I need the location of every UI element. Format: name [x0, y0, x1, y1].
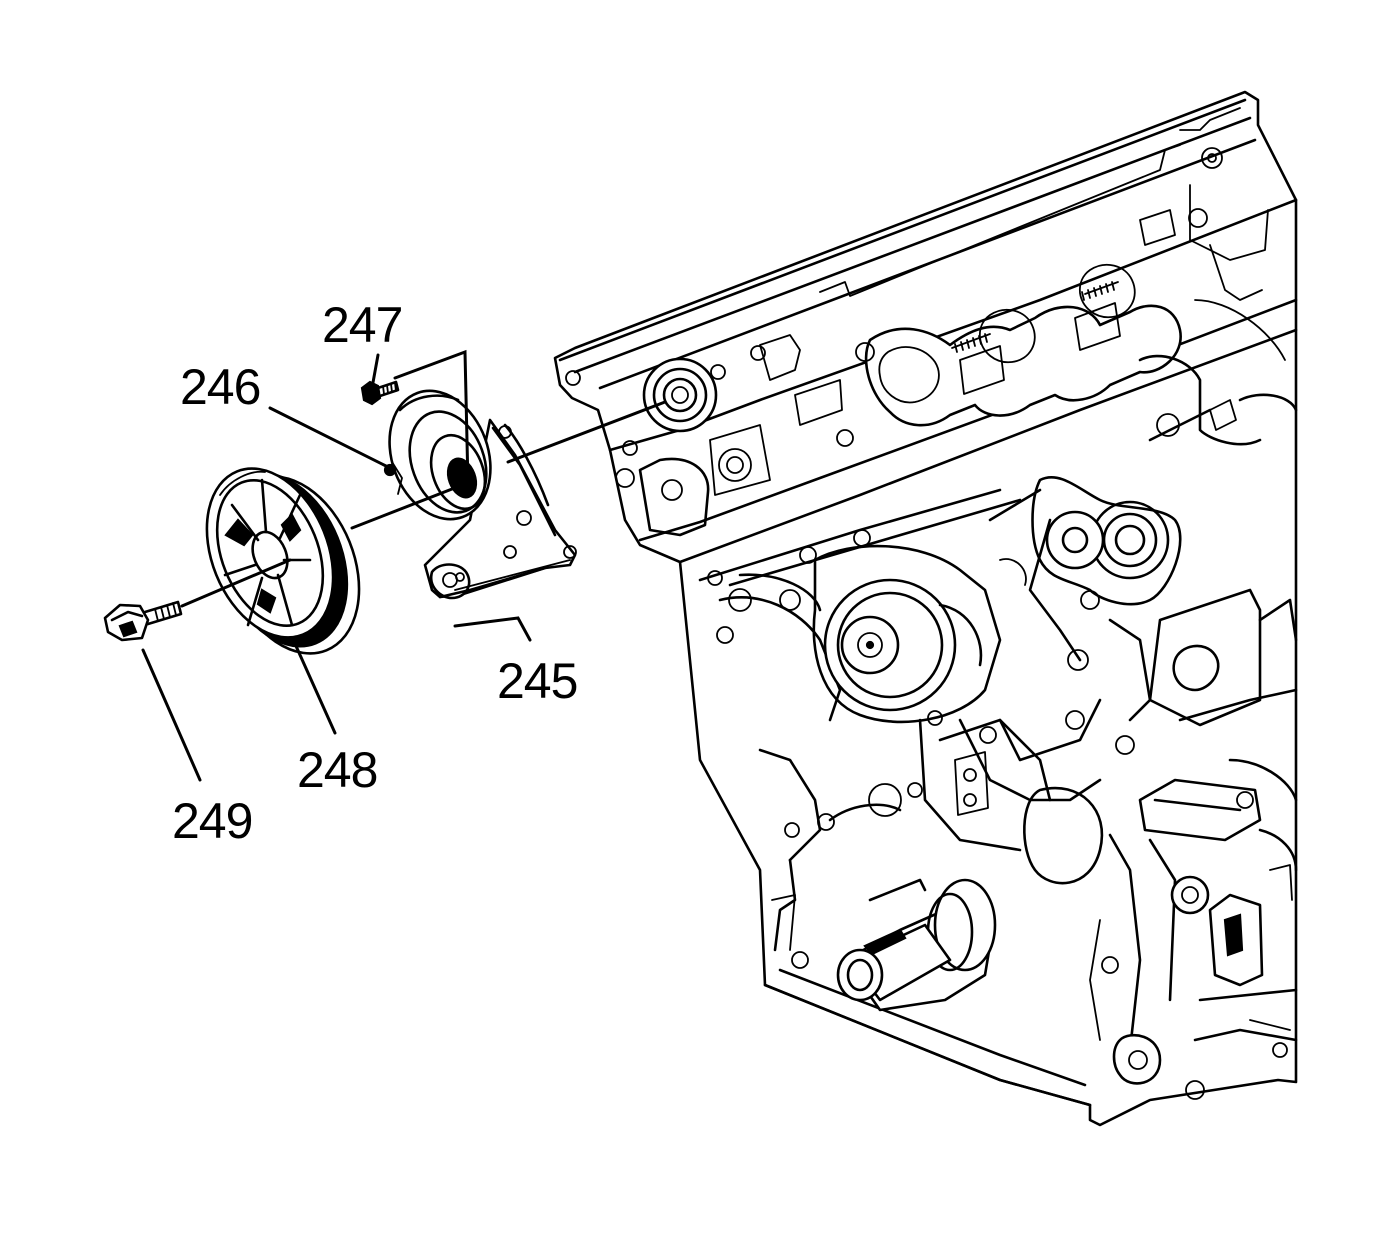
bolt-illustration [360, 380, 400, 406]
callout-246: 246 [180, 359, 261, 415]
callout-247: 247 [322, 297, 403, 353]
engine-block-illustration [553, 90, 1298, 1127]
oil-pump-housing-illustration [423, 418, 577, 600]
crankshaft-bolt-illustration [103, 600, 183, 642]
callout-249: 249 [172, 793, 253, 849]
crankshaft-sprocket-illustration [205, 467, 361, 655]
callout-leaders [141, 349, 532, 782]
assembly-axis-lines [180, 400, 667, 608]
callout-245: 245 [497, 653, 578, 709]
callout-248: 248 [297, 742, 378, 798]
